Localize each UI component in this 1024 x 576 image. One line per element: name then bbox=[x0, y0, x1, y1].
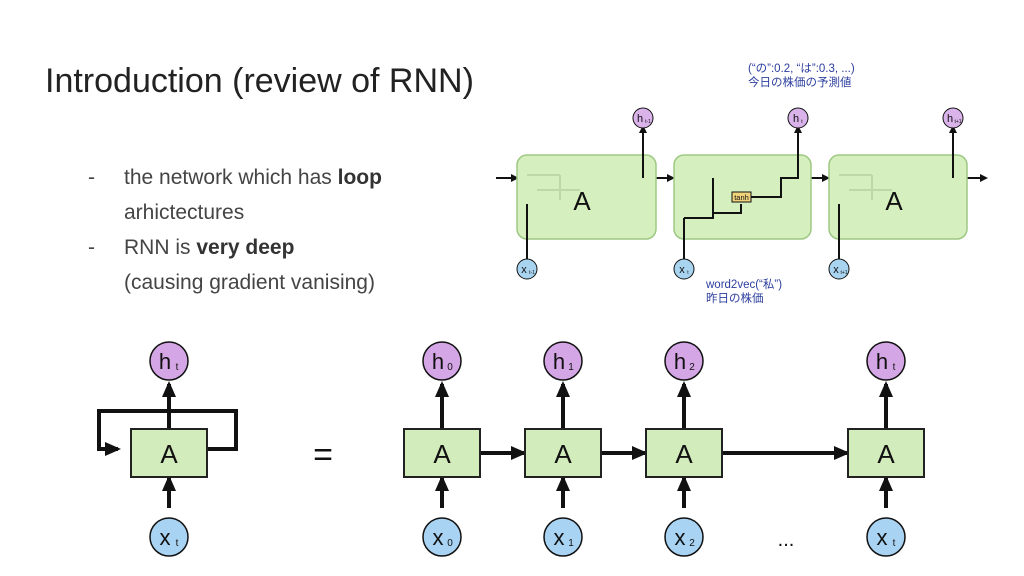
svg-text:t-1: t-1 bbox=[529, 270, 535, 276]
output-arrow-current bbox=[751, 125, 802, 198]
svg-text:t: t bbox=[893, 538, 896, 549]
bullet-dash: - bbox=[88, 236, 95, 259]
svg-text:2: 2 bbox=[689, 538, 695, 549]
output-annotation-line1: (“の”:0.2, “は”:0.3, ...) bbox=[748, 63, 855, 75]
bullet-text-cont: arhictectures bbox=[124, 201, 245, 224]
ellipsis: ... bbox=[778, 529, 795, 551]
svg-text:h: h bbox=[793, 113, 799, 125]
cell-label: A bbox=[675, 439, 693, 469]
bullet-text-cont: (causing gradient vanising) bbox=[124, 271, 375, 294]
gate-input-line bbox=[712, 178, 742, 214]
bullet-item-deep: - RNN is very deep (causing gradient van… bbox=[88, 230, 382, 300]
svg-text:h: h bbox=[432, 349, 444, 374]
tanh-label: tanh bbox=[734, 193, 749, 202]
svg-text:1: 1 bbox=[568, 362, 574, 373]
svg-text:x: x bbox=[433, 525, 444, 550]
unrolled-cell bbox=[847, 428, 925, 478]
svg-text:h: h bbox=[876, 349, 888, 374]
bullet-text: the network which has bbox=[124, 166, 338, 189]
bullet-bold: very deep bbox=[196, 236, 295, 259]
lstm-chain-diagram: A tanh A h t-1 h t h t+1 bbox=[496, 107, 988, 280]
bullet-list: - the network which has loop arhictectur… bbox=[88, 160, 382, 300]
output-annotation-line2: 今日の株価の予測値 bbox=[748, 77, 852, 89]
svg-text:t: t bbox=[176, 362, 179, 373]
bullet-item-loop: - the network which has loop arhictectur… bbox=[88, 160, 382, 230]
unrolled-step-1: A h 1 x 1 bbox=[524, 341, 602, 557]
cell-inner-lines bbox=[839, 174, 892, 200]
svg-text:0: 0 bbox=[447, 362, 453, 373]
svg-text:h: h bbox=[947, 113, 953, 125]
unrolled-step-t: A h t x t bbox=[847, 341, 925, 557]
h-node-prev: h t-1 bbox=[632, 107, 654, 129]
input-annotation: word2vec(“私”) 昨日の株価 bbox=[706, 278, 782, 306]
svg-text:t-1: t-1 bbox=[645, 119, 651, 125]
bullet-dash: - bbox=[88, 166, 95, 189]
x-node-current: x t bbox=[673, 258, 695, 280]
unrolled-cell bbox=[403, 428, 481, 478]
h-node-current: h t bbox=[787, 107, 809, 129]
svg-text:x: x bbox=[160, 525, 171, 550]
unrolled-step-2: A h 2 x 2 bbox=[645, 341, 723, 557]
cell-label: A bbox=[433, 439, 451, 469]
svg-text:t: t bbox=[176, 538, 179, 549]
svg-text:h: h bbox=[159, 349, 171, 374]
bullet-text: RNN is bbox=[124, 236, 197, 259]
bullet-bold: loop bbox=[337, 166, 382, 189]
cell-label: A bbox=[160, 439, 178, 469]
folded-cell bbox=[130, 428, 208, 478]
cell-label: A bbox=[885, 186, 903, 216]
input-annotation-line2: 昨日の株価 bbox=[706, 293, 764, 305]
folded-rnn: A h t x t bbox=[97, 341, 238, 557]
slide-title: Introduction (review of RNN) bbox=[45, 62, 474, 100]
svg-text:t+1: t+1 bbox=[954, 119, 961, 125]
rnn-unrolled-diagram: A h t x t = A h 0 x bbox=[97, 341, 925, 557]
svg-text:x: x bbox=[554, 525, 565, 550]
unrolled-cell bbox=[645, 428, 723, 478]
svg-text:x: x bbox=[679, 264, 685, 276]
input-annotation-line1: word2vec(“私”) bbox=[706, 279, 783, 291]
folded-h-node: h t bbox=[149, 341, 189, 381]
folded-x-node: x t bbox=[149, 517, 189, 557]
svg-text:2: 2 bbox=[689, 362, 695, 373]
cell-label: A bbox=[877, 439, 895, 469]
cell-inner-lines bbox=[527, 174, 580, 200]
unrolled-step-0: A h 0 x 0 bbox=[403, 341, 481, 557]
x-node-prev: x t-1 bbox=[516, 258, 538, 280]
svg-text:t: t bbox=[687, 270, 689, 276]
x-node-next: x t+1 bbox=[828, 258, 850, 280]
svg-text:x: x bbox=[521, 264, 527, 276]
svg-text:t+1: t+1 bbox=[840, 270, 847, 276]
cell-label: A bbox=[573, 186, 591, 216]
svg-text:t: t bbox=[801, 119, 803, 125]
svg-text:x: x bbox=[675, 525, 686, 550]
svg-text:h: h bbox=[674, 349, 686, 374]
unrolled-cell bbox=[524, 428, 602, 478]
svg-text:0: 0 bbox=[447, 538, 453, 549]
output-annotation: (“の”:0.2, “は”:0.3, ...) 今日の株価の予測値 bbox=[748, 62, 855, 90]
svg-text:1: 1 bbox=[568, 538, 574, 549]
svg-text:t: t bbox=[893, 362, 896, 373]
equals-sign: = bbox=[313, 436, 333, 474]
svg-text:x: x bbox=[877, 525, 888, 550]
h-node-next: h t+1 bbox=[942, 107, 964, 129]
cell-label: A bbox=[554, 439, 572, 469]
svg-text:h: h bbox=[637, 113, 643, 125]
svg-text:x: x bbox=[833, 264, 839, 276]
svg-text:h: h bbox=[553, 349, 565, 374]
